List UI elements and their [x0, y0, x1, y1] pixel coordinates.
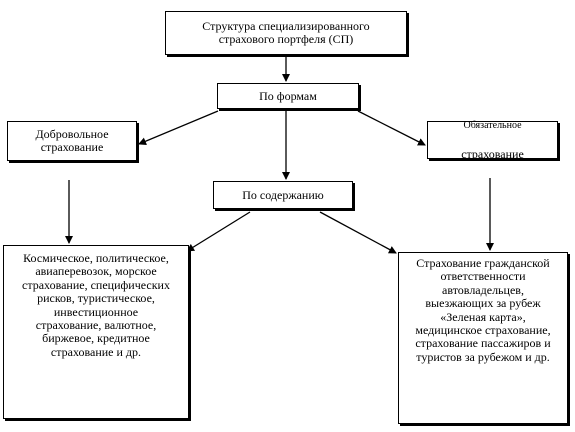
mandatory-sub-text: страхование	[461, 146, 524, 161]
mandatory-insurance-box: Обязательное страхование	[427, 119, 558, 161]
voluntary-insurance-box: Добровольное страхование	[7, 121, 137, 161]
voluntary-insurance-text: Добровольное страхование	[35, 127, 109, 154]
by-forms-text: По формам	[259, 88, 317, 103]
by-forms-box: По формам	[217, 83, 359, 109]
arrow-content-to-right	[319, 211, 397, 254]
portfolio-structure-box: Структура специализированного страхового…	[165, 11, 407, 55]
mandatory-types-text: Страхование гражданской ответственности …	[415, 256, 551, 364]
arrow-content-to-left	[186, 211, 251, 252]
by-content-text: По содержанию	[242, 187, 324, 202]
mandatory-types-box: Страхование гражданской ответственности …	[398, 252, 568, 424]
by-content-box: По содержанию	[213, 181, 353, 209]
arrow-forms-to-voluntary	[138, 110, 219, 145]
voluntary-types-box: Космическое, политическое, авиаперевозок…	[3, 245, 189, 419]
portfolio-structure-text: Структура специализированного страхового…	[202, 19, 370, 46]
mandatory-heading-text: Обязательное	[463, 119, 522, 131]
arrow-forms-to-mandatory	[357, 110, 426, 146]
voluntary-types-text: Космическое, политическое, авиаперевозок…	[22, 251, 170, 359]
